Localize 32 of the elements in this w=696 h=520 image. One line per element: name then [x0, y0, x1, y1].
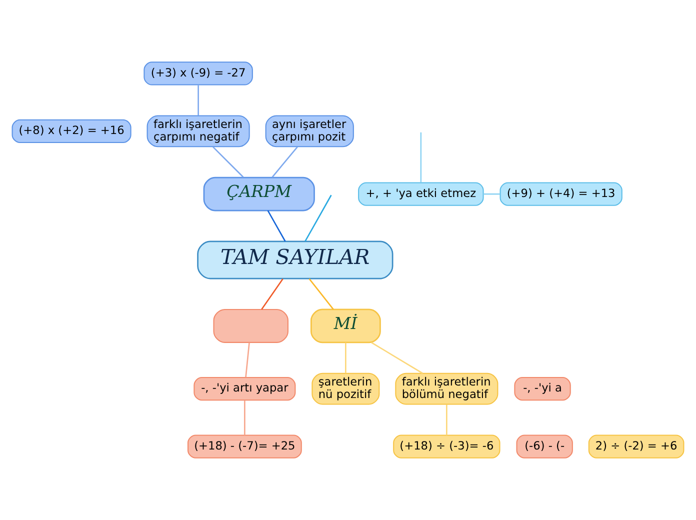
- connector: [420, 132, 422, 182]
- connector: [198, 85, 199, 116]
- connector: [483, 193, 500, 195]
- connector: [261, 278, 284, 310]
- node-box: 2) ÷ (-2) = +6: [588, 434, 684, 458]
- node-box: TAM SAYILAR: [197, 240, 394, 280]
- node-box: (-6) - (-: [516, 434, 573, 458]
- node-box: +, + 'ya etki etmez: [358, 182, 484, 206]
- connector: [304, 194, 332, 242]
- connector: [272, 146, 298, 178]
- node-box: Mİ: [310, 308, 381, 344]
- connector: [245, 342, 250, 378]
- node-box: (+18) - (-7)= +25: [187, 434, 302, 458]
- node-box: farklı işaretlerin bölümü negatif: [395, 372, 498, 405]
- connector: [371, 342, 424, 374]
- node-box: (+8) x (+2) = +16: [12, 119, 132, 144]
- node-box: -, -'yi a: [514, 376, 571, 401]
- connector: [267, 210, 286, 242]
- node-box: aynı işaretler çarpımı pozit: [265, 115, 354, 148]
- node-box: ÇARPM: [203, 176, 315, 212]
- node-box: -, -'yi artı yapar: [194, 376, 296, 401]
- node-box: (+9) + (+4) = +13: [500, 182, 622, 206]
- connector: [345, 342, 346, 374]
- node-box: şaretlerin nü pozitif: [312, 372, 380, 405]
- node-box: (+3) x (-9) = -27: [144, 62, 253, 86]
- connector: [244, 400, 246, 436]
- node-box: farklı işaretlerin çarpımı negatif: [146, 115, 250, 148]
- node-box: [213, 308, 288, 343]
- connector: [308, 278, 334, 310]
- connector: [212, 146, 244, 178]
- connector: [446, 404, 448, 436]
- node-box: (+18) ÷ (-3)= -6: [393, 434, 500, 458]
